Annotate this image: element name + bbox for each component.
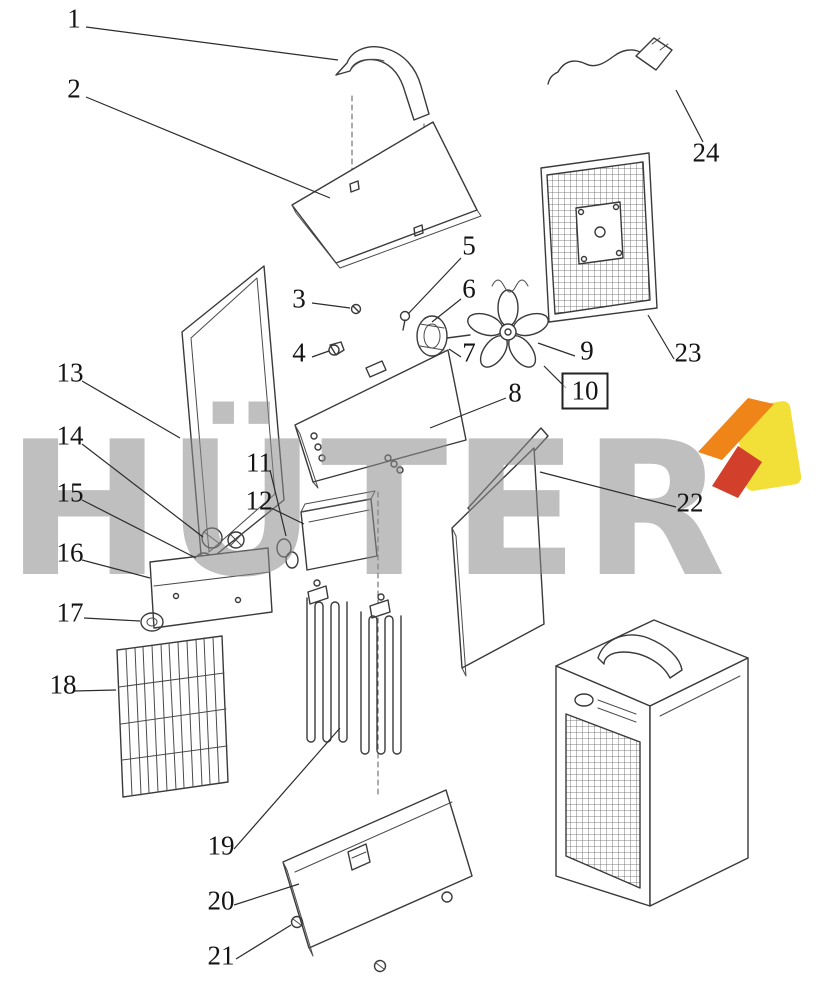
screws-part-21: [290, 915, 387, 973]
rear-grille-part: [540, 152, 658, 323]
part-label-12: 12: [245, 485, 273, 516]
watermark-accents: [698, 398, 802, 498]
watermark-accent-orange: [698, 398, 774, 460]
part-label-4: 4: [292, 337, 306, 368]
watermark-text: HÜTER: [6, 401, 730, 618]
front-grille-part: [116, 635, 229, 798]
right-side-panel-part: [451, 427, 549, 677]
part-label-13: 13: [56, 357, 84, 388]
part-label-24: 24: [692, 137, 720, 168]
part-label-3: 3: [292, 283, 306, 314]
part-label-8: 8: [508, 377, 522, 408]
part-label-10: 10: [561, 372, 609, 410]
leader-lines: [73, 26, 704, 960]
power-cord-part: [547, 37, 673, 85]
part-label-19: 19: [207, 830, 235, 861]
front-control-panel-part: [149, 547, 273, 629]
screw-part-3: [350, 303, 362, 315]
part-label-14: 14: [56, 420, 84, 451]
assembled-unit: [555, 619, 749, 907]
part-label-2: 2: [67, 73, 81, 104]
part-label-6: 6: [462, 273, 476, 304]
top-cover-part: [291, 121, 482, 269]
part-label-9: 9: [580, 335, 594, 366]
part-label-16: 16: [56, 537, 84, 568]
bracket-part-4: [328, 341, 345, 356]
part-label-7: 7: [462, 337, 476, 368]
bottom-panel-part: [282, 789, 473, 957]
part-label-23: 23: [674, 337, 702, 368]
left-side-panel-part: [181, 265, 285, 567]
part-label-11: 11: [246, 447, 272, 478]
bolt-part-5: [399, 310, 411, 331]
heating-element-part: [306, 579, 402, 755]
part-label-21: 21: [207, 940, 235, 971]
fan-blade-part: [467, 279, 549, 368]
fan-motor-part: [416, 315, 471, 357]
part-label-17: 17: [56, 597, 84, 628]
watermark-accent-red: [712, 446, 762, 498]
part-label-18: 18: [49, 669, 77, 700]
switch-part: [140, 612, 164, 632]
component-box-part: [300, 490, 378, 571]
part-label-22: 22: [676, 487, 704, 518]
mid-bracket-part: [294, 349, 467, 799]
part-label-15: 15: [56, 477, 84, 508]
part-label-1: 1: [67, 3, 81, 34]
part-label-5: 5: [462, 230, 476, 261]
part-label-20: 20: [207, 885, 235, 916]
